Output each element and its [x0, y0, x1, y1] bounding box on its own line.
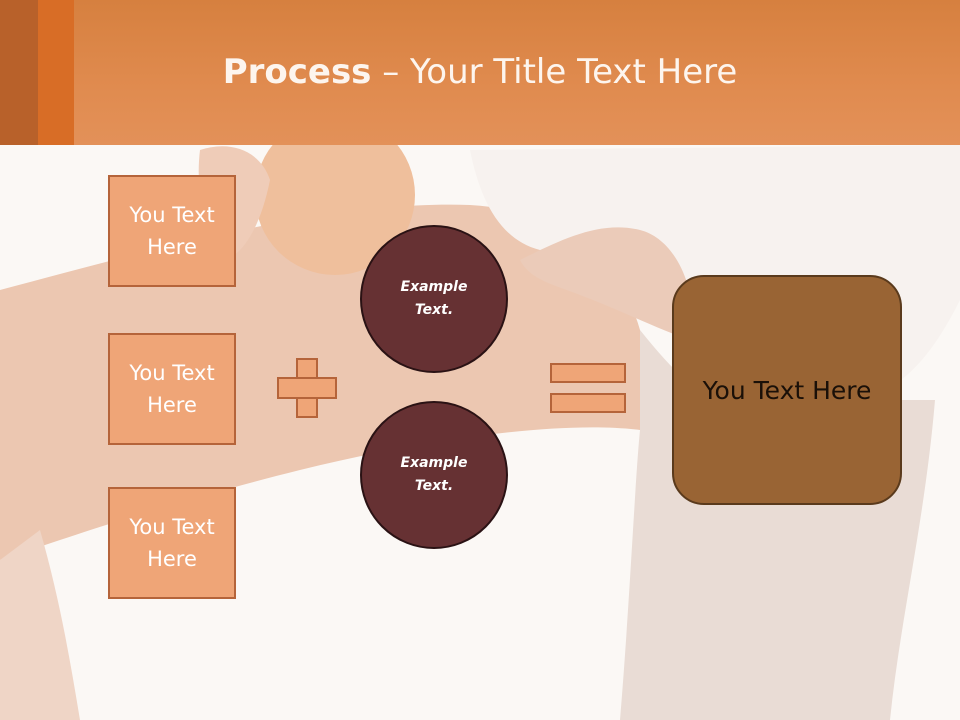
title-bold: Process [222, 52, 372, 92]
circle-label: Example Text. [400, 455, 468, 494]
plus-center [298, 379, 316, 397]
example-circle-1[interactable]: Example Text. [360, 225, 508, 373]
result-box[interactable]: You Text Here [672, 275, 902, 505]
header-accent-strip [0, 0, 38, 145]
input-box-label: You Text Here [129, 515, 215, 571]
input-box-3[interactable]: You Text Here [108, 487, 236, 599]
title-rest: – Your Title Text Here [371, 52, 738, 92]
equals-top-bar [550, 363, 626, 383]
equals-bottom-bar [550, 393, 626, 413]
input-box-label: You Text Here [129, 361, 215, 417]
input-box-1[interactable]: You Text Here [108, 175, 236, 287]
slide-title: Process – Your Title Text Here [0, 52, 960, 92]
header-accent-strip [38, 0, 74, 145]
circle-label: Example Text. [400, 279, 468, 318]
example-circle-2[interactable]: Example Text. [360, 401, 508, 549]
header-band: Process – Your Title Text Here [0, 0, 960, 145]
result-label: You Text Here [702, 375, 872, 405]
input-box-2[interactable]: You Text Here [108, 333, 236, 445]
input-box-label: You Text Here [129, 203, 215, 259]
